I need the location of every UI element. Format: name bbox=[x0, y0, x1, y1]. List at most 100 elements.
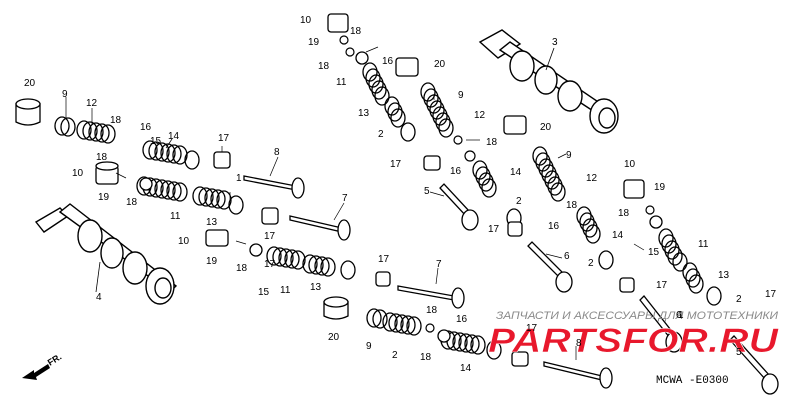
part-number-label: 15 bbox=[648, 247, 660, 258]
part-number-label: 18 bbox=[236, 263, 248, 274]
arrow-icon bbox=[22, 364, 50, 380]
part-number-label: 5 bbox=[424, 186, 430, 197]
part-number-label: 20 bbox=[328, 332, 340, 343]
part-number-label: 13 bbox=[358, 108, 370, 119]
part-number-label: 9 bbox=[62, 89, 68, 100]
part-number-label: 17 bbox=[264, 231, 276, 242]
part-number-label: 9 bbox=[458, 90, 464, 101]
valve-7-left bbox=[289, 215, 351, 241]
part-number-label: 18 bbox=[96, 152, 108, 163]
part-number-label: 6 bbox=[564, 251, 570, 262]
part-number-label: 16 bbox=[382, 56, 394, 67]
part-number-label: 18 bbox=[486, 137, 498, 148]
part-number-label: 2 bbox=[392, 350, 398, 361]
part-number-label: 16 bbox=[140, 122, 152, 133]
valve-6-right bbox=[639, 295, 683, 353]
part-number-label: 18 bbox=[618, 208, 630, 219]
part-number-label: 1 bbox=[236, 173, 242, 184]
part-number-label: 17 bbox=[488, 224, 500, 235]
watermark-top-text: ЗАПЧАСТИ И АКСЕССУАРЫ ДЛЯ МОТОТЕХНИКИ bbox=[496, 310, 778, 322]
part-number-label: 11 bbox=[698, 239, 709, 250]
part-number-label: 7 bbox=[342, 193, 348, 204]
spring-stack-left-upper bbox=[54, 116, 200, 170]
valve-8-left bbox=[243, 175, 305, 199]
part-number-label: 12 bbox=[86, 98, 98, 109]
tappet-20-left bbox=[15, 98, 41, 126]
part-number-label: 15 bbox=[258, 287, 270, 298]
tappet-20-center bbox=[395, 57, 419, 77]
part-number-label: 16 bbox=[450, 166, 462, 177]
part-number-label: 12 bbox=[474, 110, 486, 121]
part-number-label: 18 bbox=[126, 197, 138, 208]
watermark: ЗАПЧАСТИ И АКСЕССУАРЫ ДЛЯ МОТОТЕХНИКИ PA… bbox=[488, 310, 780, 360]
part-number-label: 9 bbox=[366, 341, 372, 352]
front-direction-label: FR. bbox=[46, 352, 64, 368]
valve-7-bottom bbox=[397, 285, 465, 309]
part-number-label: 6 bbox=[676, 310, 682, 321]
diagram-code: MCWA -E0300 bbox=[656, 375, 729, 387]
part-number-label: 3 bbox=[552, 37, 558, 48]
part-number-label: 4 bbox=[96, 292, 102, 303]
part-number-label: 17 bbox=[765, 289, 777, 300]
part-number-label: 15 bbox=[150, 136, 162, 147]
part-number-label: 8 bbox=[576, 338, 582, 349]
valve-seal-17-left bbox=[213, 151, 279, 225]
watermark-brand-left: PARTS bbox=[488, 322, 622, 360]
part-number-label: 11 bbox=[336, 77, 347, 88]
part-number-label: 18 bbox=[420, 352, 432, 363]
camshaft-right bbox=[478, 29, 619, 134]
valve-5-right bbox=[729, 335, 779, 395]
part-number-label: 20 bbox=[540, 122, 552, 133]
part-number-label: 14 bbox=[612, 230, 624, 241]
part-number-label: 10 bbox=[178, 236, 190, 247]
part-number-label: 18 bbox=[110, 115, 122, 126]
watermark-brand-right: .RU bbox=[708, 322, 780, 360]
part-labels: 2091218161418101915181111787413101918171… bbox=[24, 15, 777, 374]
part-number-label: 2 bbox=[378, 129, 384, 140]
part-number-label: 13 bbox=[310, 282, 322, 293]
part-number-label: 19 bbox=[98, 192, 110, 203]
part-number-label: 18 bbox=[318, 61, 330, 72]
spring-stack-left-middle bbox=[136, 176, 244, 215]
tappet-20-bottom bbox=[323, 296, 349, 320]
part-number-label: 17 bbox=[656, 280, 668, 291]
leader-lines bbox=[65, 46, 645, 360]
part-number-label: 20 bbox=[24, 78, 36, 89]
front-arrow: FR. bbox=[22, 352, 63, 380]
valve-6-center bbox=[527, 241, 573, 293]
part-number-label: 17 bbox=[526, 323, 538, 334]
tappet-10-right bbox=[623, 179, 645, 199]
part-number-label: 16 bbox=[548, 221, 560, 232]
tappet-10-left-lower bbox=[205, 229, 229, 247]
part-number-label: 9 bbox=[566, 150, 572, 161]
part-number-label: 14 bbox=[168, 131, 180, 142]
part-number-label: 2 bbox=[588, 258, 594, 269]
camshaft-left bbox=[34, 203, 178, 305]
part-number-label: 20 bbox=[434, 59, 446, 70]
part-number-label: 7 bbox=[436, 259, 442, 270]
part-number-label: 1 bbox=[678, 310, 684, 321]
spring-stack-bottom bbox=[366, 308, 502, 360]
part-number-label: 19 bbox=[206, 256, 218, 267]
valve-8-bottom bbox=[543, 361, 613, 389]
part-number-label: 18 bbox=[566, 200, 578, 211]
part-number-label: 19 bbox=[654, 182, 666, 193]
part-number-label: 10 bbox=[72, 168, 84, 179]
part-number-label: 18 bbox=[426, 305, 438, 316]
part-number-label: 14 bbox=[510, 167, 522, 178]
part-number-label: 17 bbox=[218, 133, 230, 144]
valve-seal-17-right bbox=[619, 277, 635, 293]
tappet-20-right bbox=[503, 115, 527, 135]
spring-stack-right-b bbox=[658, 228, 722, 306]
part-number-label: 12 bbox=[586, 173, 598, 184]
spring-stack-left-lower bbox=[266, 246, 356, 280]
part-number-label: 17 bbox=[390, 159, 402, 170]
part-number-label: 13 bbox=[718, 270, 730, 281]
part-number-label: 17 bbox=[264, 259, 276, 270]
valve-5-center bbox=[439, 183, 479, 231]
part-number-label: 5 bbox=[736, 347, 742, 358]
part-number-label: 11 bbox=[280, 285, 291, 296]
part-number-label: 11 bbox=[170, 211, 181, 222]
